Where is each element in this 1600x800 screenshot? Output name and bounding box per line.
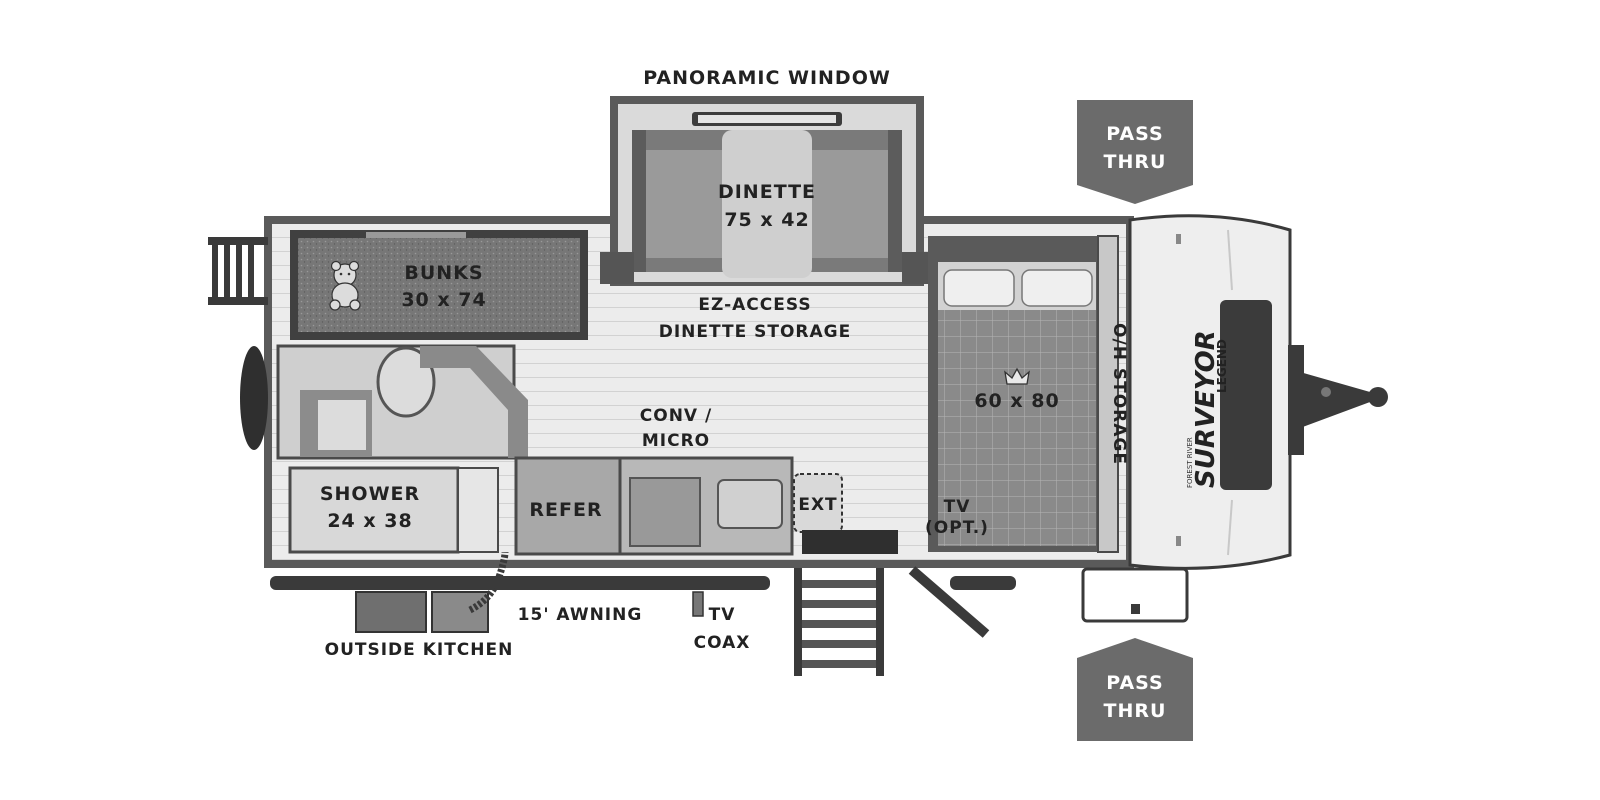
exterior: 15' AWNING OUTSIDE KITCHEN TV COAX	[270, 551, 1016, 676]
pass-thru-top-line2: THRU	[1104, 151, 1167, 173]
ext-label: EXT	[798, 495, 837, 515]
dinette-name: DINETTE	[718, 181, 816, 203]
brand-sub: LEGEND	[1215, 339, 1229, 393]
tv-opt-line2: (OPT.)	[925, 518, 989, 538]
oh-storage-label: O/H STORAGE	[1109, 323, 1129, 465]
shower-size: 24 x 38	[327, 510, 412, 532]
bed-size: 60 x 80	[974, 390, 1059, 412]
refer-label: REFER	[529, 499, 602, 521]
conv-micro-line2: MICRO	[642, 431, 710, 451]
brand-logo: FOREST RIVER SURVEYOR LEGEND	[1186, 330, 1229, 488]
bunks-name: BUNKS	[404, 262, 483, 284]
tv-coax-line1: TV	[709, 605, 736, 625]
entry-steps	[794, 568, 884, 676]
ez-access-line2: DINETTE STORAGE	[659, 322, 852, 342]
bathroom: SHOWER 24 x 38	[276, 344, 528, 554]
pass-thru-top: PASS THRU	[1077, 100, 1193, 204]
dinette: DINETTE 75 x 42	[632, 130, 902, 278]
pass-thru-bottom-line1: PASS	[1106, 672, 1163, 694]
pass-thru-top-line1: PASS	[1106, 123, 1163, 145]
ez-access-line1: EZ-ACCESS	[698, 295, 811, 315]
teddy-bear-icon	[329, 260, 361, 311]
dinette-size: 75 x 42	[724, 209, 809, 231]
tv-coax-line2: COAX	[694, 633, 751, 653]
pass-thru-bottom: PASS THRU	[1077, 638, 1193, 741]
bunks-size: 30 x 74	[401, 289, 486, 311]
hitch	[1288, 345, 1388, 455]
master-bed: 60 x 80 O/H STORAGE TV (OPT.)	[925, 235, 1129, 553]
shower-name: SHOWER	[320, 483, 420, 505]
awning-label: 15' AWNING	[518, 605, 643, 625]
brand-maker: FOREST RIVER	[1186, 437, 1194, 488]
bunks: BUNKS 30 x 74	[290, 230, 588, 340]
tv-opt-line1: TV	[944, 497, 971, 517]
conv-micro-line1: CONV /	[640, 406, 712, 426]
kitchen: REFER CONV / MICRO EXT	[514, 406, 898, 556]
panoramic-window-label: PANORAMIC WINDOW	[643, 67, 891, 89]
rear-ladder	[208, 237, 268, 305]
outside-kitchen-label: OUTSIDE KITCHEN	[325, 640, 514, 660]
crown-icon	[1004, 367, 1030, 385]
pass-thru-bottom-line2: THRU	[1104, 700, 1167, 722]
brand-model: SURVEYOR	[1191, 330, 1221, 488]
